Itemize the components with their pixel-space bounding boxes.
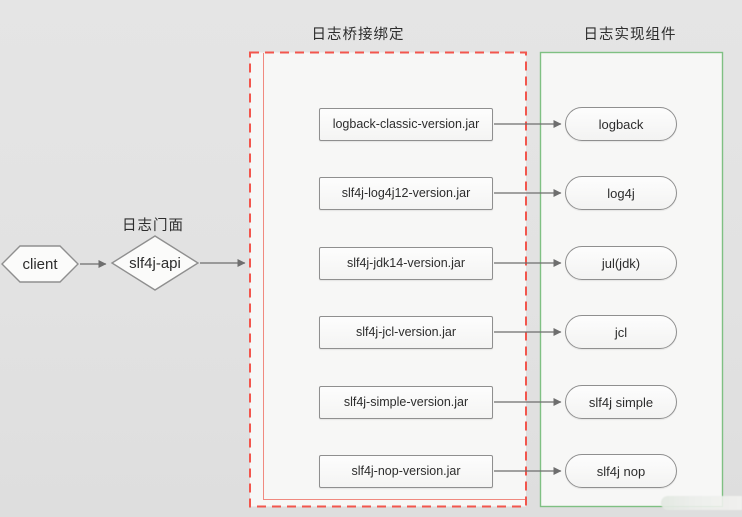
impl-pill-jcl: jcl: [565, 315, 677, 349]
watermark-blob: [661, 496, 742, 510]
impl-pill-slf4j-simple: slf4j simple: [565, 385, 677, 419]
impl-pill-log4j: log4j: [565, 176, 677, 210]
impl-column-header: 日志实现组件: [583, 27, 677, 43]
bridge-bindings-inner-border: [263, 53, 525, 500]
impl-pill-slf4j-nop: slf4j nop: [565, 454, 677, 488]
slf4j-api-node-label: slf4j-api: [129, 254, 181, 272]
impl-pill-logback: logback: [565, 107, 677, 141]
jar-box-jcl: slf4j-jcl-version.jar: [319, 315, 493, 349]
bridge-column-header: 日志桥接绑定: [311, 27, 405, 43]
client-node-label: client: [22, 255, 58, 273]
slf4j-api-diamond: [110, 235, 200, 291]
jar-box-jdk14: slf4j-jdk14-version.jar: [319, 246, 493, 280]
jar-box-simple: slf4j-simple-version.jar: [319, 385, 493, 419]
jar-box-nop: slf4j-nop-version.jar: [319, 454, 493, 488]
jar-box-log4j12: slf4j-log4j12-version.jar: [319, 176, 493, 210]
facade-header: 日志门面: [122, 218, 184, 234]
jar-box-logback-classic: logback-classic-version.jar: [319, 107, 493, 141]
client-hexagon: [1, 245, 79, 283]
impl-pill-jul-jdk: jul(jdk): [565, 246, 677, 280]
